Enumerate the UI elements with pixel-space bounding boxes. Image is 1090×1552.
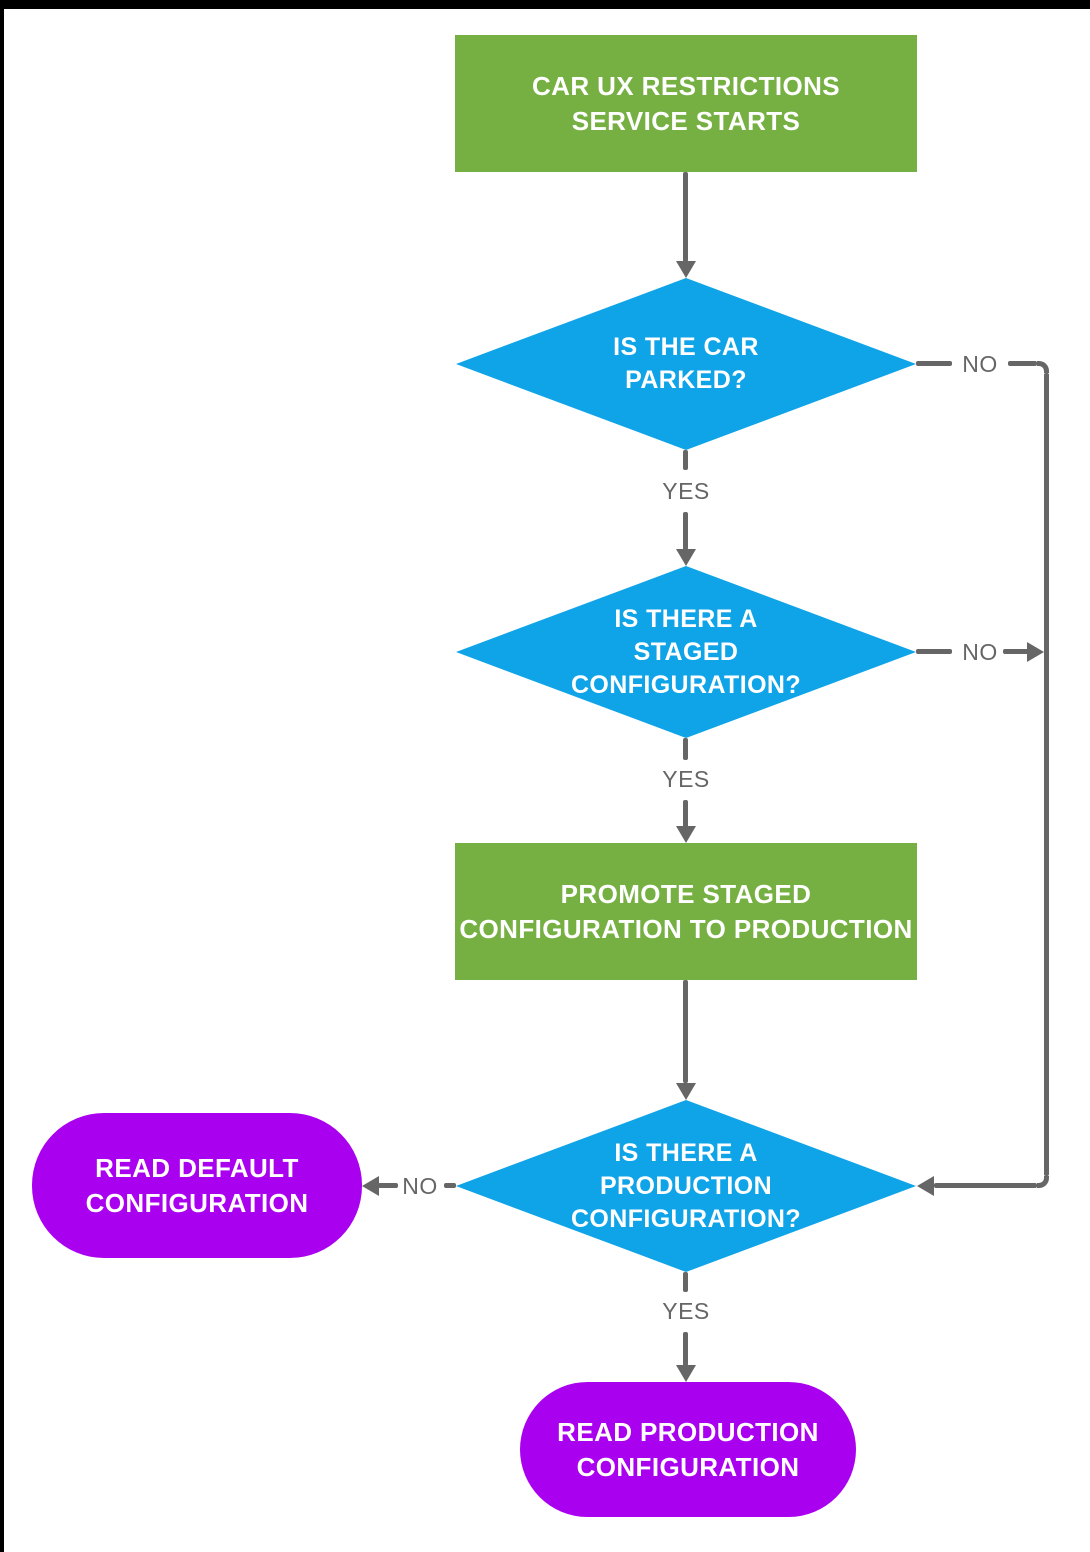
node-read-default-configuration: READ DEFAULT CONFIGURATION bbox=[32, 1113, 362, 1258]
edge-start-to-parked bbox=[683, 172, 688, 262]
decision-is-staged-configuration: IS THERE A STAGED CONFIGURATION? bbox=[456, 566, 916, 738]
edge-parked-no-seg2 bbox=[1008, 361, 1037, 366]
arrowhead-left-icon bbox=[362, 1176, 379, 1196]
edge-production-yes-seg2 bbox=[683, 1332, 688, 1366]
decision-is-production-configuration: IS THERE A PRODUCTION CONFIGURATION? bbox=[456, 1100, 916, 1272]
arrowhead-down-icon bbox=[676, 261, 696, 278]
edge-corner-top-right bbox=[1037, 361, 1049, 373]
edge-staged-no-seg1 bbox=[916, 649, 952, 654]
node-promote-staged-configuration: PROMOTE STAGED CONFIGURATION TO PRODUCTI… bbox=[455, 843, 917, 980]
edge-parked-yes-seg2 bbox=[683, 512, 688, 550]
arrowhead-right-icon bbox=[1027, 642, 1044, 662]
edge-label-production-no: NO bbox=[402, 1173, 438, 1199]
arrowhead-down-icon bbox=[676, 549, 696, 566]
edge-staged-no-seg2 bbox=[1003, 649, 1029, 654]
edge-label-staged-yes: YES bbox=[662, 766, 710, 792]
edge-label-staged-no: NO bbox=[962, 639, 998, 665]
edge-bypass-to-production-check bbox=[934, 1183, 1037, 1188]
edge-production-yes-seg1 bbox=[683, 1272, 688, 1292]
frame-left-border bbox=[0, 0, 4, 1552]
decision-is-car-parked: IS THE CAR PARKED? bbox=[456, 278, 916, 450]
node-read-production-configuration: READ PRODUCTION CONFIGURATION bbox=[520, 1382, 856, 1517]
edge-label-parked-yes: YES bbox=[662, 478, 710, 504]
edge-parked-no-seg1 bbox=[916, 361, 952, 366]
edge-parked-yes-seg1 bbox=[683, 450, 688, 470]
arrowhead-left-icon bbox=[917, 1176, 934, 1196]
edge-production-no-seg2 bbox=[378, 1183, 398, 1188]
arrowhead-down-icon bbox=[676, 1365, 696, 1382]
edge-staged-yes-seg1 bbox=[683, 738, 688, 760]
edge-staged-yes-seg2 bbox=[683, 800, 688, 828]
arrowhead-down-icon bbox=[676, 826, 696, 843]
frame-top-border bbox=[0, 0, 1090, 9]
edge-right-bypass-vertical bbox=[1044, 373, 1049, 1176]
edge-label-production-yes: YES bbox=[662, 1298, 710, 1324]
node-service-starts: CAR UX RESTRICTIONS SERVICE STARTS bbox=[455, 35, 917, 172]
edge-label-parked-no: NO bbox=[962, 351, 998, 377]
edge-production-no-seg1 bbox=[444, 1183, 456, 1188]
edge-corner-bottom-right bbox=[1037, 1176, 1049, 1188]
edge-promote-to-production-check bbox=[683, 980, 688, 1083]
arrowhead-down-icon bbox=[676, 1083, 696, 1100]
